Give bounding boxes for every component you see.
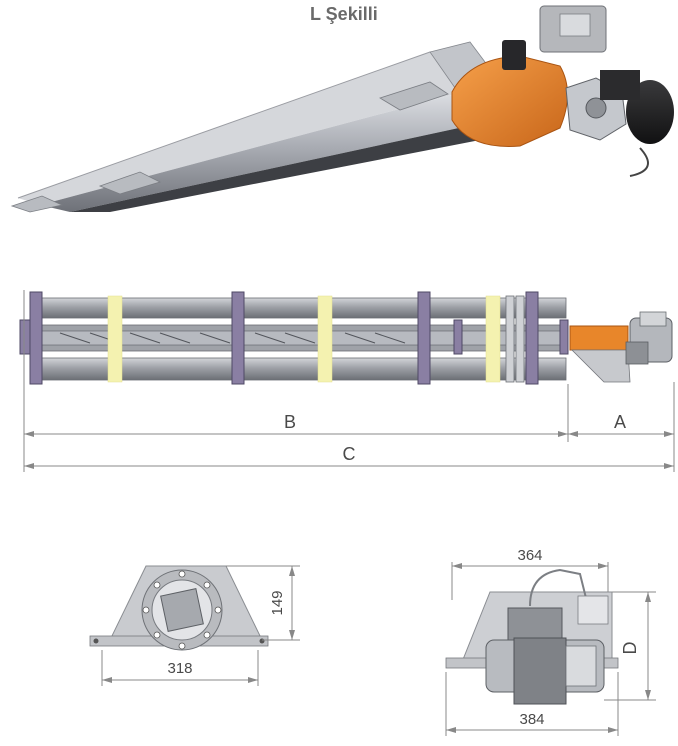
elevation-burner-orange <box>569 325 629 351</box>
dim-label-d: D <box>620 642 640 655</box>
reflector-side <box>40 82 505 212</box>
flange-4 <box>525 291 539 385</box>
arrowheads-elevation <box>24 431 674 469</box>
reflector-underside <box>70 118 505 212</box>
bracket-mid <box>98 171 162 195</box>
dim-label-149: 149 <box>269 590 286 615</box>
bracket-right <box>379 81 449 111</box>
rear-view <box>445 568 619 705</box>
flange-3 <box>417 291 431 385</box>
side-elevation <box>19 291 673 385</box>
dim-label-b: B <box>284 412 296 432</box>
front-section-view <box>89 565 269 651</box>
reflector-top <box>18 52 500 205</box>
heater-3d-illustration <box>10 5 674 213</box>
dim-label-384: 384 <box>519 711 544 728</box>
tube-section <box>160 588 204 632</box>
dim-label-a: A <box>614 412 626 432</box>
dim-label-364: 364 <box>517 547 542 564</box>
dimension-lines-front <box>101 565 300 686</box>
flange-2 <box>231 291 245 385</box>
dim-label-c: C <box>343 444 356 464</box>
diagram-title: L Şekilli <box>310 4 378 24</box>
dim-label-318: 318 <box>167 660 192 677</box>
dimension-lines-rear <box>445 562 656 736</box>
elevation-bracket <box>571 349 631 383</box>
dimension-lines-elevation <box>23 290 675 472</box>
flange-1 <box>29 291 43 385</box>
bracket-left <box>10 195 64 213</box>
